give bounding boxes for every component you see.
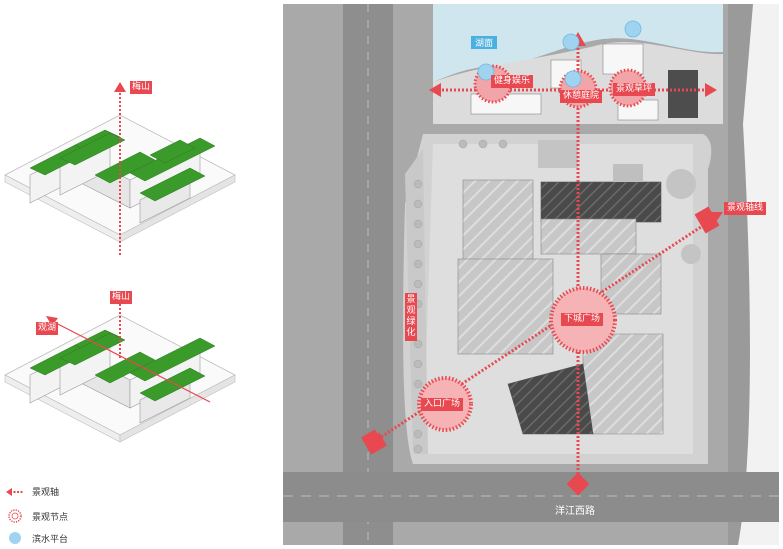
lawn-label: 景观草坪 bbox=[613, 83, 656, 96]
lake-label: 湖面 bbox=[471, 36, 498, 49]
legend-platform-text: 滨水平台 bbox=[32, 534, 69, 545]
entrance-plaza-label: 入口广场 bbox=[421, 398, 464, 411]
greening-label: 景观绿化 bbox=[405, 293, 417, 341]
site-plan-drawing bbox=[283, 4, 779, 545]
mountain-label-a: 梅山 bbox=[130, 81, 153, 94]
axonometric-diagram-top bbox=[4, 82, 236, 255]
road-label: 洋江西路 bbox=[555, 506, 595, 517]
site-plan: 湖面 健身娱乐 休憩庭院 景观草坪 景观轴线 景观绿化 下城广场 入口广场 洋江… bbox=[283, 4, 779, 545]
legend-axis-text: 景观轴 bbox=[32, 488, 60, 498]
axis-line-label: 景观轴线 bbox=[724, 202, 767, 215]
sunken-plaza-label: 下城广场 bbox=[561, 313, 604, 326]
mountain-label-b: 梅山 bbox=[110, 291, 133, 304]
left-panel: 梅山 梅山 观湖 景观轴 bbox=[0, 0, 280, 549]
axis-arrow-icon bbox=[6, 487, 24, 496]
legend-node: 景观节点 bbox=[6, 509, 68, 523]
legend-platform: 滨水平台 bbox=[6, 531, 68, 545]
legend-axis: 景观轴 bbox=[6, 485, 59, 498]
legend-node-text: 景观节点 bbox=[32, 512, 69, 523]
garden-label: 休憩庭院 bbox=[560, 90, 603, 103]
node-burst-icon bbox=[8, 509, 22, 523]
waterfront-platform-icon bbox=[9, 532, 21, 544]
fitness-label: 健身娱乐 bbox=[491, 75, 534, 88]
axonometric-diagram-bottom bbox=[4, 294, 236, 443]
lake-view-label: 观湖 bbox=[36, 322, 59, 335]
